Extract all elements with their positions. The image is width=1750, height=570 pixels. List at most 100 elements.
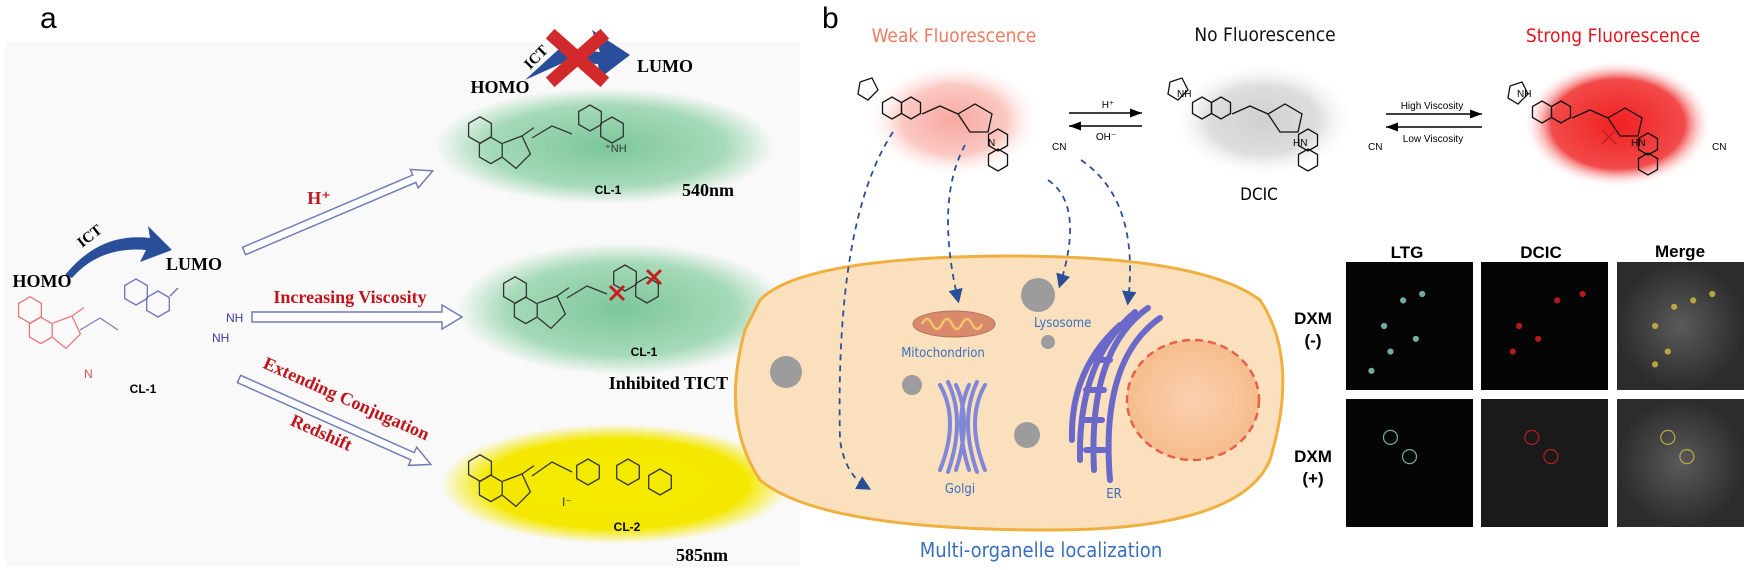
lumo-label-left: LUMO xyxy=(166,254,222,274)
column-header-ltg: LTG xyxy=(1391,243,1424,262)
homo-label-left: HOMO xyxy=(13,271,72,291)
vesicle xyxy=(902,375,922,395)
high-viscosity-label: High Viscosity xyxy=(1401,101,1464,112)
chain-bond xyxy=(857,77,879,101)
cell-signal xyxy=(1412,335,1419,342)
ring-bond xyxy=(576,458,600,486)
counterion-label: I⁻ xyxy=(562,495,572,509)
arrow-to-lysosome xyxy=(1047,179,1071,289)
chain-bond xyxy=(502,473,532,508)
mitochondrion-label: Mitochondrion xyxy=(901,346,985,361)
compound-label-cl1-viscous: CL-1 xyxy=(631,345,658,359)
cell-signal xyxy=(1387,348,1394,355)
cell-signal xyxy=(1515,322,1523,330)
hn-label-2: HN xyxy=(1293,138,1307,149)
ring-bond xyxy=(648,468,672,496)
targeting-arrows xyxy=(838,131,1137,490)
acid-condition: H⁺ xyxy=(307,188,331,208)
cross-mark-icon xyxy=(545,28,610,88)
ring-bond xyxy=(124,278,148,306)
micrograph-merge-row1 xyxy=(1617,262,1744,390)
strong-glow xyxy=(1523,60,1713,188)
arrow-to-golgi xyxy=(838,131,894,490)
lysosome-vesicles xyxy=(770,278,1055,448)
viscosity-arrow-icon xyxy=(251,303,464,331)
ring-bond xyxy=(578,104,602,132)
cn-label-2: CN xyxy=(1368,142,1382,153)
mitochondrion xyxy=(912,310,996,338)
inhibited-tict-label: Inhibited TICT xyxy=(609,373,728,393)
vesicle xyxy=(1041,335,1055,349)
h-plus-label: H⁺ xyxy=(1102,100,1115,111)
protonated-nh-label: ⁺NH xyxy=(605,143,627,155)
rotation-blocked-icon-b xyxy=(1601,129,1617,145)
chain-bond xyxy=(521,465,535,475)
probe-rigid-structure xyxy=(1507,81,1659,176)
ring-bond xyxy=(28,316,53,345)
chain-bond xyxy=(71,307,85,317)
cell-signal xyxy=(1671,303,1678,310)
cell-signal xyxy=(1368,367,1375,374)
er-label: ER xyxy=(1106,487,1122,502)
ring-bond xyxy=(1210,96,1232,120)
ring-bond xyxy=(513,296,538,325)
n-label-b: N xyxy=(988,138,995,149)
chain-bond xyxy=(531,461,573,477)
lysosome-label: Lysosome xyxy=(1034,316,1091,331)
no-fluorescence-title: No Fluorescence xyxy=(1194,24,1335,46)
ring-bond xyxy=(600,116,624,144)
lumo-label: LUMO xyxy=(637,56,693,76)
ring-bond xyxy=(478,136,503,165)
probe-neutral-structure xyxy=(857,77,1009,172)
cell-caption: Multi-organelle localization xyxy=(920,538,1162,562)
cell-signal xyxy=(1535,335,1542,342)
vesicle xyxy=(1014,422,1040,448)
chain-bond xyxy=(921,105,959,115)
acid-arrow-icon xyxy=(241,168,435,256)
panel-b-label: b xyxy=(822,2,839,35)
ring-bond xyxy=(1297,148,1319,172)
oh-minus-label: OH⁻ xyxy=(1096,132,1116,143)
panel-b: b Weak Fluorescence No Fluorescence Stro… xyxy=(733,2,1744,562)
micrograph-merge-row2 xyxy=(1617,399,1744,527)
probe-protonated-structure xyxy=(1167,77,1319,172)
ring-bond xyxy=(1637,152,1659,176)
conjugation-arrow-icon xyxy=(236,374,433,467)
arrow-to-er xyxy=(1080,159,1137,306)
wavelength-540: 540nm xyxy=(682,180,734,200)
row-label-dxm-minus-sign: (-) xyxy=(1305,331,1322,350)
chain-bond xyxy=(1507,81,1529,105)
nh-label-b2: NH xyxy=(1177,89,1191,100)
ring-bond xyxy=(1297,128,1319,152)
golgi-label: Golgi xyxy=(945,482,975,497)
low-viscosity-label: Low Viscosity xyxy=(1403,134,1463,145)
viscosity-condition: Increasing Viscosity xyxy=(273,287,426,307)
ring-bond xyxy=(987,128,1009,152)
cell-illustration: Lysosome Mitochondrion Golgi ER xyxy=(733,254,1285,532)
compound-label-cl1-acid: CL-1 xyxy=(595,183,622,197)
nh-label-b3: NH xyxy=(1517,89,1531,100)
cn-label-3: CN xyxy=(1712,142,1726,153)
n-label: N xyxy=(84,367,93,381)
cell-signal xyxy=(1709,290,1716,298)
cell-signal xyxy=(1679,449,1695,465)
reaction-arrows xyxy=(236,168,464,467)
column-header-dcic: DCIC xyxy=(1520,243,1562,262)
chain-bond xyxy=(1267,103,1303,133)
strong-fluorescence-title: Strong Fluorescence xyxy=(1526,25,1700,47)
cell-signal xyxy=(1543,449,1559,465)
micrograph-dcic-row1 xyxy=(1481,262,1608,390)
green-glow-acid xyxy=(435,88,775,204)
compound-label-cl1: CL-1 xyxy=(130,382,157,396)
cell-signal xyxy=(1664,348,1671,355)
chain-bond xyxy=(556,287,570,297)
row-label-dxm-minus: DXM xyxy=(1294,309,1332,328)
chain-bond xyxy=(169,287,179,297)
nh-label-1: NH xyxy=(226,311,243,325)
micrograph-ltg-row2 xyxy=(1346,399,1473,527)
chain-bond xyxy=(537,295,567,330)
imaging-grid: LTG DCIC Merge DXM (-) DXM (+) xyxy=(1294,242,1744,527)
chain-bond xyxy=(1167,77,1189,101)
ring-bond xyxy=(635,276,659,304)
